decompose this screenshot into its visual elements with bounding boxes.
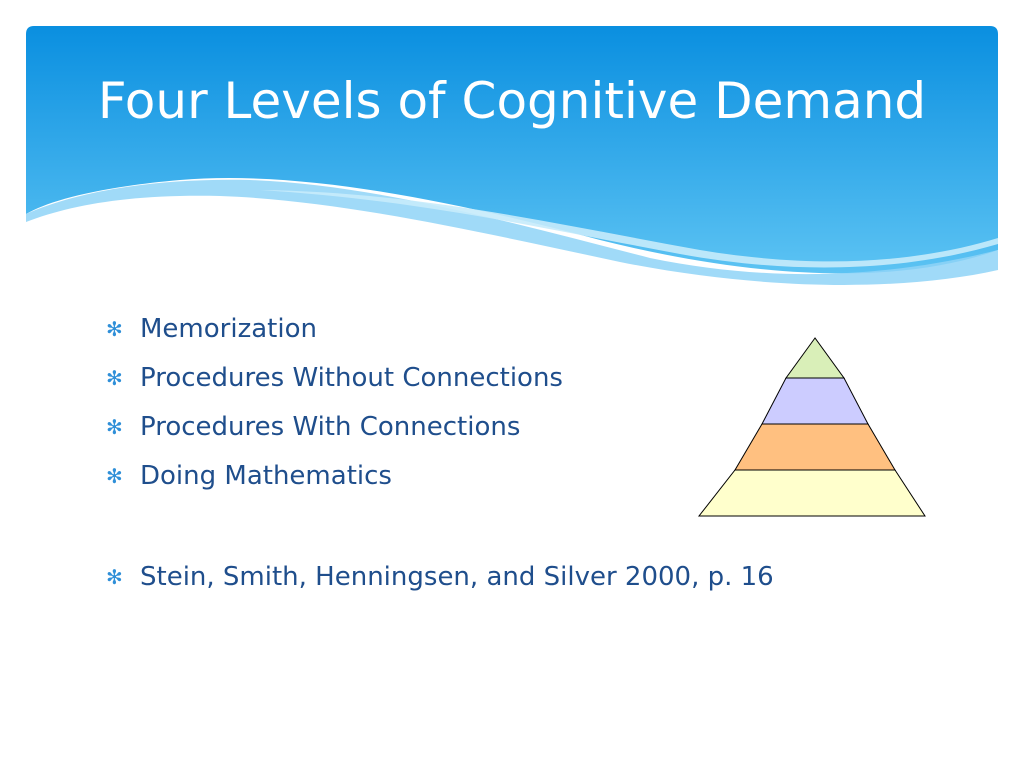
slide-title: Four Levels of Cognitive Demand [97,72,927,130]
bullet-text: Procedures Without Connections [140,362,563,393]
list-spacer [106,500,774,552]
asterisk-bullet-icon: ✻ [106,414,123,439]
asterisk-bullet-icon: ✻ [106,316,123,341]
pyramid-level-third [734,423,896,471]
bullet-text: Doing Mathematics [140,460,392,491]
pyramid-level-top [785,337,845,379]
bullet-list: ✻ Memorization ✻ Procedures Without Conn… [106,304,774,601]
pyramid-level-base [697,469,926,517]
bullet-text: Procedures With Connections [140,411,521,442]
asterisk-bullet-icon: ✻ [106,365,123,390]
citation-item: ✻ Stein, Smith, Henningsen, and Silver 2… [106,552,774,601]
list-item: ✻ Memorization [106,304,774,353]
pyramid-level-second [761,377,869,425]
asterisk-bullet-icon: ✻ [106,564,123,589]
bullet-text: Memorization [140,313,317,344]
list-item: ✻ Procedures With Connections [106,402,774,451]
asterisk-bullet-icon: ✻ [106,463,123,488]
cognitive-demand-pyramid [697,337,926,517]
header-wave-banner [26,26,998,285]
list-item: ✻ Doing Mathematics [106,451,774,500]
citation-text: Stein, Smith, Henningsen, and Silver 200… [140,561,774,592]
list-item: ✻ Procedures Without Connections [106,353,774,402]
